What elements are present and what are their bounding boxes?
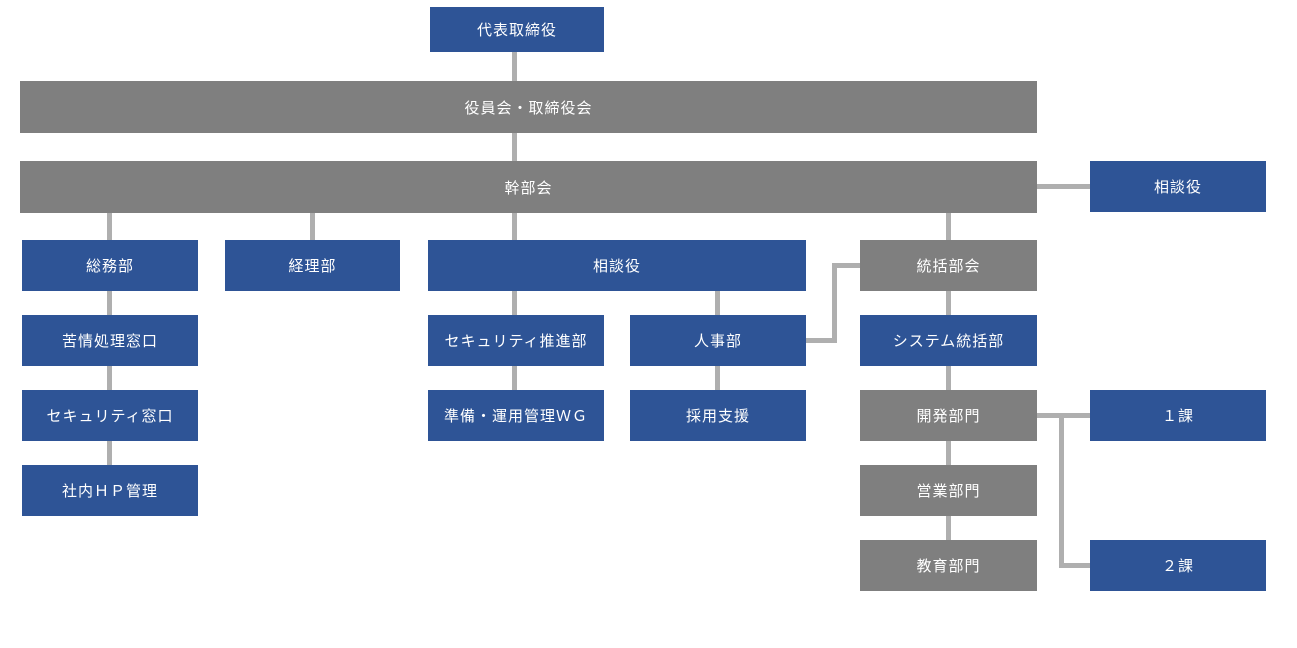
- node-ceo-label: 代表取締役: [476, 22, 557, 39]
- node-prep-ops-wg-label: 準備・運用管理ＷＧ: [443, 408, 588, 425]
- node-section-2: ２課: [1090, 540, 1266, 591]
- connector-security-desk-internal-hp: [107, 441, 112, 466]
- connector-general-affairs-complaints: [107, 291, 112, 316]
- node-internal-hp-label: 社内ＨＰ管理: [61, 483, 158, 500]
- node-board-label: 役員会・取締役会: [464, 99, 593, 117]
- node-security-desk-label: セキュリティ窓口: [46, 408, 174, 425]
- connector-executive-accounting: [310, 213, 315, 241]
- node-advisor-center-label: 相談役: [592, 258, 641, 275]
- node-ceo: 代表取締役: [430, 7, 604, 52]
- node-sales-label: 営業部門: [916, 483, 981, 500]
- connector-supervisory-system: [946, 291, 951, 316]
- node-prep-ops-wg: 準備・運用管理ＷＧ: [428, 390, 604, 441]
- connector-executive-advisor: [512, 213, 517, 241]
- node-section-1-label: １課: [1161, 408, 1194, 425]
- node-advisor-right: 相談役: [1090, 161, 1266, 212]
- connector-development-sales: [946, 441, 951, 466]
- node-supervisory-meeting-label: 統括部会: [916, 258, 981, 275]
- node-general-affairs: 総務部: [22, 240, 198, 291]
- node-development: 開発部門: [860, 390, 1037, 441]
- node-executive-meeting-label: 幹部会: [504, 179, 553, 197]
- node-accounting-label: 経理部: [288, 258, 337, 275]
- node-education: 教育部門: [860, 540, 1037, 591]
- node-sales: 営業部門: [860, 465, 1037, 516]
- connector-branch-vertical: [1059, 413, 1064, 568]
- connector-branch-section2: [1059, 563, 1090, 568]
- connector-elbow-supervisory: [832, 263, 860, 268]
- node-hr-label: 人事部: [693, 333, 742, 350]
- node-internal-hp: 社内ＨＰ管理: [22, 465, 198, 516]
- node-recruiting-support-label: 採用支援: [685, 408, 750, 425]
- connector-hr-recruiting: [715, 366, 720, 391]
- node-advisor-center: 相談役: [428, 240, 806, 291]
- node-system-supervisory-label: システム統括部: [892, 333, 1005, 350]
- connector-executive-advisor-right: [1037, 184, 1090, 189]
- connector-advisor-security-promotion: [512, 291, 517, 316]
- node-hr: 人事部: [630, 315, 806, 366]
- connector-advisor-hr: [715, 291, 720, 316]
- connector-system-development: [946, 366, 951, 391]
- connector-hr-elbow-horizontal: [806, 338, 837, 343]
- node-system-supervisory: システム統括部: [860, 315, 1037, 366]
- connector-board-executive: [512, 133, 517, 162]
- node-general-affairs-label: 総務部: [85, 258, 134, 275]
- node-board: 役員会・取締役会: [20, 81, 1037, 133]
- node-security-promotion: セキュリティ推進部: [428, 315, 604, 366]
- connector-hr-elbow-vertical: [832, 263, 837, 343]
- connector-security-promotion-wg: [512, 366, 517, 391]
- node-recruiting-support: 採用支援: [630, 390, 806, 441]
- node-advisor-right-label: 相談役: [1153, 179, 1202, 196]
- node-complaints-desk: 苦情処理窓口: [22, 315, 198, 366]
- connector-executive-supervisory: [946, 213, 951, 241]
- node-development-label: 開発部門: [916, 408, 981, 425]
- connector-sales-education: [946, 516, 951, 541]
- node-security-promotion-label: セキュリティ推進部: [444, 333, 588, 350]
- connector-executive-general-affairs: [107, 213, 112, 241]
- node-complaints-desk-label: 苦情処理窓口: [61, 333, 158, 350]
- connector-ceo-board: [512, 52, 517, 82]
- node-supervisory-meeting: 統括部会: [860, 240, 1037, 291]
- connector-complaints-security-desk: [107, 366, 112, 391]
- node-accounting: 経理部: [225, 240, 400, 291]
- node-executive-meeting: 幹部会: [20, 161, 1037, 213]
- node-education-label: 教育部門: [916, 558, 981, 575]
- node-security-desk: セキュリティ窓口: [22, 390, 198, 441]
- node-section-1: １課: [1090, 390, 1266, 441]
- node-section-2-label: ２課: [1161, 558, 1194, 575]
